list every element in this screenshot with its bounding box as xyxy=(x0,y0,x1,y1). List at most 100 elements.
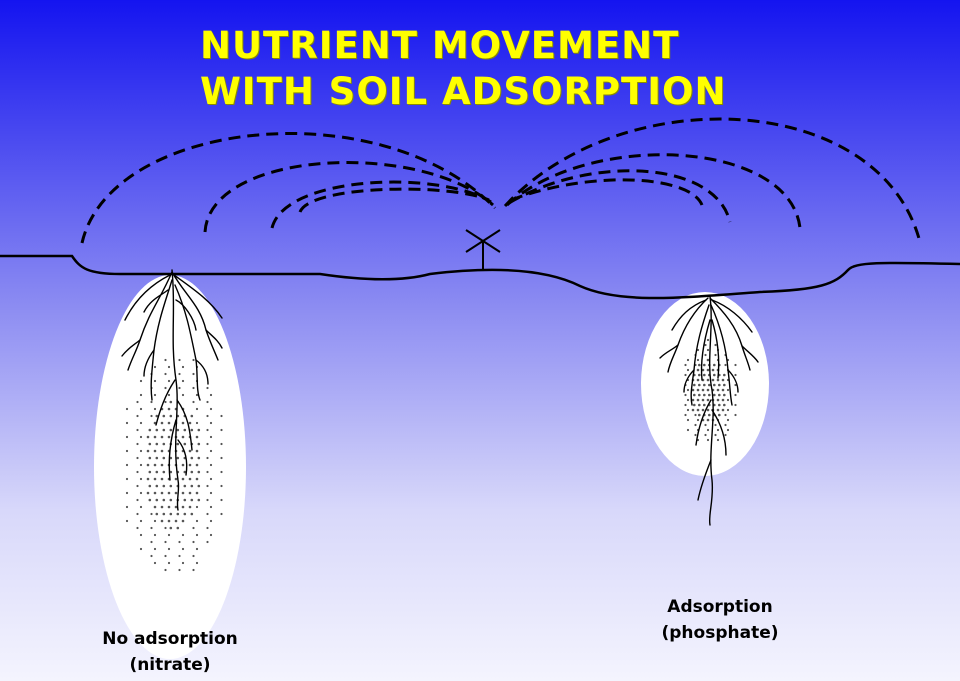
nutrient-dot xyxy=(206,401,208,403)
nutrient-dot xyxy=(147,478,150,481)
nutrient-dot xyxy=(713,364,716,367)
nutrient-dot xyxy=(734,404,736,406)
nutrient-dot xyxy=(703,404,706,407)
nutrient-dot xyxy=(206,457,208,459)
nutrient-dot xyxy=(724,364,726,366)
nutrient-dot xyxy=(724,434,726,436)
nutrient-dot xyxy=(192,527,194,529)
nutrient-dot xyxy=(702,399,705,402)
nutrient-dot xyxy=(126,464,128,466)
nutrient-dot xyxy=(140,506,142,508)
nutrient-dot xyxy=(717,409,720,412)
left-zone-label-line1: No adsorption xyxy=(70,626,270,652)
nutrient-dot xyxy=(717,389,720,392)
nutrient-dot xyxy=(196,464,199,467)
nutrient-dot xyxy=(189,450,192,453)
nutrient-dot xyxy=(168,562,170,564)
nutrient-dot xyxy=(156,457,159,460)
nutrient-dot xyxy=(170,527,173,530)
arc-outer-left xyxy=(82,133,495,243)
nutrient-dot xyxy=(698,384,701,387)
nutrient-dot xyxy=(168,436,171,439)
nutrient-dot xyxy=(140,422,142,424)
nutrient-dot xyxy=(126,450,128,452)
nutrient-dot xyxy=(147,492,150,495)
nutrient-dot xyxy=(692,409,695,412)
nutrient-dot xyxy=(150,513,152,515)
nutrient-dot xyxy=(714,354,716,356)
nutrient-dot xyxy=(126,408,128,410)
nutrient-dot xyxy=(703,374,706,377)
nutrient-dot xyxy=(707,389,710,392)
nutrient-dot xyxy=(210,534,212,536)
nutrient-dot xyxy=(126,436,128,438)
nutrient-dot xyxy=(191,471,194,474)
nutrient-dot xyxy=(182,534,184,536)
nutrient-dot xyxy=(718,414,721,417)
nutrient-dot xyxy=(210,464,212,466)
nutrient-dot xyxy=(147,450,150,453)
nutrient-dot xyxy=(698,414,701,417)
nutrient-dot xyxy=(140,408,142,410)
nutrient-dot xyxy=(196,450,199,453)
nutrient-dot xyxy=(156,499,159,502)
nutrient-dot xyxy=(182,478,185,481)
nutrient-dot xyxy=(149,457,152,460)
nutrient-dot xyxy=(140,548,142,550)
nutrient-dot xyxy=(154,506,157,509)
nutrient-dot xyxy=(196,422,198,424)
nutrient-dot xyxy=(182,422,185,425)
nutrient-dot xyxy=(707,439,709,441)
nutrient-dot xyxy=(196,506,198,508)
nutrient-dot xyxy=(220,429,222,431)
nutrient-dot xyxy=(189,422,192,425)
nutrient-dot xyxy=(196,408,198,410)
nutrient-dot xyxy=(136,471,138,473)
nutrient-dot xyxy=(196,534,198,536)
nutrient-dot xyxy=(702,389,705,392)
nutrient-dot xyxy=(154,408,156,410)
nutrient-dot xyxy=(684,394,686,396)
nutrient-dot xyxy=(718,384,721,387)
nutrient-dot xyxy=(712,379,715,382)
nutrient-dot xyxy=(175,520,178,523)
nutrient-dot xyxy=(164,401,166,403)
nutrient-dot xyxy=(192,359,194,361)
nutrient-dot xyxy=(191,457,194,460)
right-zone-label-line2: (phosphate) xyxy=(620,620,820,646)
nutrient-dot xyxy=(168,534,170,536)
nutrient-dot xyxy=(168,548,170,550)
nutrient-dot xyxy=(198,443,201,446)
nutrient-dot xyxy=(723,374,726,377)
nutrient-dot xyxy=(697,379,700,382)
nutrient-dot xyxy=(723,404,726,407)
nutrient-dot xyxy=(220,415,222,417)
nutrient-dot xyxy=(161,520,164,523)
nutrient-dot xyxy=(178,555,180,557)
nutrient-dot xyxy=(154,366,156,368)
nutrient-dot xyxy=(198,485,201,488)
nutrient-dot xyxy=(687,359,689,361)
nutrient-dot xyxy=(168,520,171,523)
nutrient-dot xyxy=(177,457,180,460)
nutrient-dot xyxy=(703,384,706,387)
nutrient-dot xyxy=(697,389,700,392)
nutrient-dot xyxy=(206,429,208,431)
nutrient-dot xyxy=(707,429,709,431)
nutrient-dot xyxy=(189,478,192,481)
nutrient-dot xyxy=(168,422,171,425)
nutrient-dot xyxy=(177,527,180,530)
nutrient-dot xyxy=(196,436,199,439)
nutrient-dot xyxy=(163,499,166,502)
nutrient-dot xyxy=(170,513,173,516)
nutrient-dot xyxy=(164,359,166,361)
nutrient-dot xyxy=(154,464,157,467)
nutrient-dot xyxy=(149,499,152,502)
nutrient-dot xyxy=(136,499,138,501)
nutrient-dot xyxy=(724,414,726,416)
nutrient-dot xyxy=(697,359,699,361)
nutrient-dot xyxy=(206,541,208,543)
nutrient-dot xyxy=(161,436,164,439)
nutrient-dot xyxy=(703,364,706,367)
nutrient-dot xyxy=(714,424,716,426)
